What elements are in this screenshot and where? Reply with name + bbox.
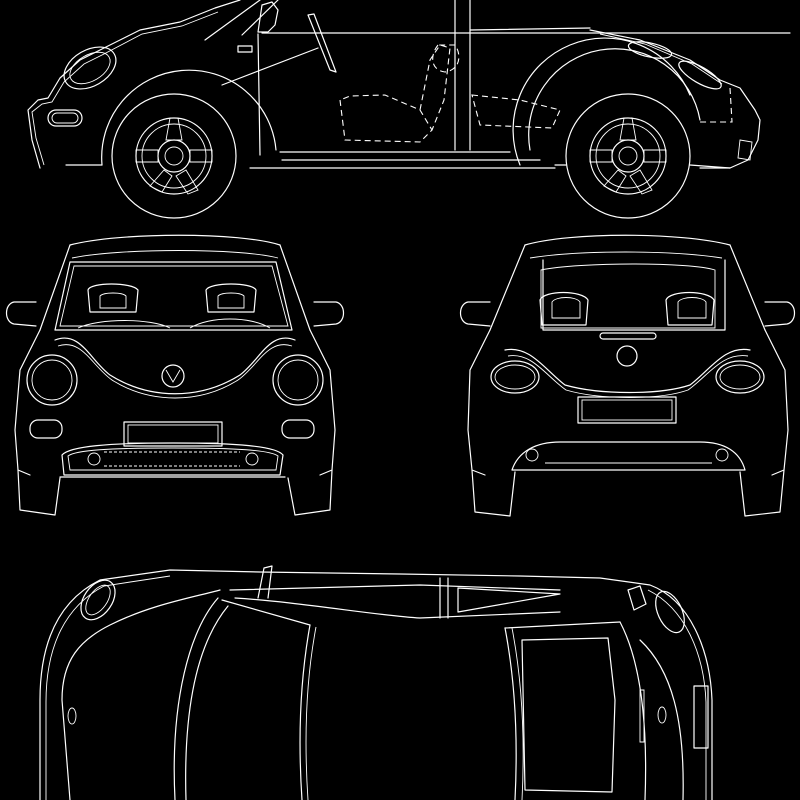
front-view [5,234,345,516]
rear-view [459,234,796,517]
side-view [27,0,791,219]
top-view [39,565,713,800]
